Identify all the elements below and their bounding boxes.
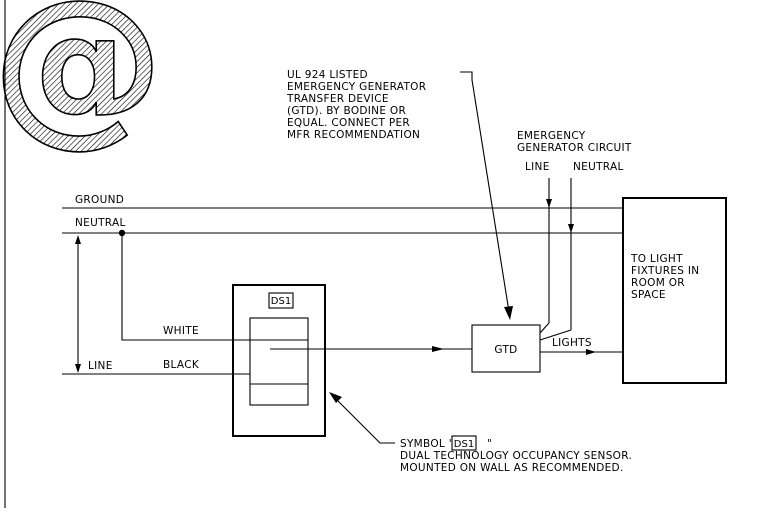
symbol-note-tag: DS1 bbox=[454, 439, 474, 450]
lights-label: LIGHTS bbox=[552, 337, 592, 349]
at-logo: @ bbox=[0, 0, 164, 163]
ground-label: GROUND bbox=[75, 194, 124, 206]
gtd-note-line-2: EMERGENCY GENERATOR bbox=[287, 81, 426, 93]
symbol-note-line-2: MOUNTED ON WALL AS RECOMMENDED. bbox=[400, 462, 624, 474]
fixtures-line-1: TO LIGHT bbox=[630, 253, 683, 265]
switched-leg-arrowhead bbox=[432, 346, 444, 352]
dimension-arrow-top bbox=[75, 235, 81, 244]
symbol-note-line-1: DUAL TECHNOLOGY OCCUPANCY SENSOR. bbox=[400, 450, 632, 462]
symbol-note-suffix: " bbox=[487, 438, 492, 450]
emergency-line-to-gtd bbox=[539, 322, 550, 334]
white-wire-label: WHITE bbox=[163, 325, 199, 337]
emergency-title-line-1: EMERGENCY bbox=[517, 130, 586, 142]
emergency-neutral-arrowhead bbox=[568, 224, 574, 233]
gtd-note-line-1: UL 924 LISTED bbox=[287, 69, 368, 81]
emergency-neutral-to-gtd bbox=[539, 329, 572, 341]
neutral-label: NEUTRAL bbox=[75, 217, 126, 229]
white-wire bbox=[121, 233, 250, 341]
occupancy-sensor: DS1 bbox=[232, 284, 326, 437]
sensor-body bbox=[249, 317, 309, 406]
gtd-note: UL 924 LISTED EMERGENCY GENERATOR TRANSF… bbox=[286, 69, 426, 141]
fixtures-box bbox=[622, 197, 727, 384]
symbol-note-prefix: SYMBOL " bbox=[400, 438, 454, 450]
symbol-leader-line bbox=[331, 394, 395, 444]
gtd-note-line-3: TRANSFER DEVICE bbox=[286, 93, 389, 105]
gtd-box bbox=[471, 324, 541, 373]
fixtures-line-2: FIXTURES IN bbox=[631, 265, 699, 277]
fixtures-line-4: SPACE bbox=[631, 289, 666, 301]
emergency-line-arrowhead bbox=[546, 199, 552, 208]
symbol-leader-arrowhead bbox=[329, 392, 342, 403]
emergency-line-label: LINE bbox=[525, 161, 550, 173]
lights-arrowhead bbox=[586, 349, 596, 355]
emergency-title-line-2: GENERATOR CIRCUIT bbox=[517, 142, 632, 154]
emergency-neutral-label: NEUTRAL bbox=[573, 161, 624, 173]
dimension-arrow-bottom bbox=[75, 364, 81, 373]
sensor-tag-box bbox=[268, 292, 294, 309]
gtd-leader-line bbox=[460, 71, 511, 319]
sensor-wallplate bbox=[232, 284, 326, 437]
line-label: LINE bbox=[88, 360, 113, 372]
black-wire-label: BLACK bbox=[163, 359, 200, 371]
gtd-leader-arrowhead bbox=[504, 306, 513, 320]
symbol-note-tag-box bbox=[451, 435, 477, 451]
gtd-note-line-6: MFR RECOMMENDATION bbox=[287, 129, 420, 141]
gtd-note-line-5: EQUAL. CONNECT PER bbox=[287, 117, 410, 129]
gtd-note-line-4: (GTD). BY BODINE OR bbox=[287, 105, 406, 117]
fixtures-line-3: ROOM OR bbox=[631, 277, 685, 289]
gtd-label: GTD bbox=[494, 344, 517, 356]
symbol-note: SYMBOL " DS1 " DUAL TECHNOLOGY OCCUPANCY… bbox=[400, 435, 632, 474]
emergency-circuit-labels: EMERGENCY GENERATOR CIRCUIT LINE NEUTRAL bbox=[517, 130, 632, 173]
sensor-tag: DS1 bbox=[271, 296, 291, 307]
